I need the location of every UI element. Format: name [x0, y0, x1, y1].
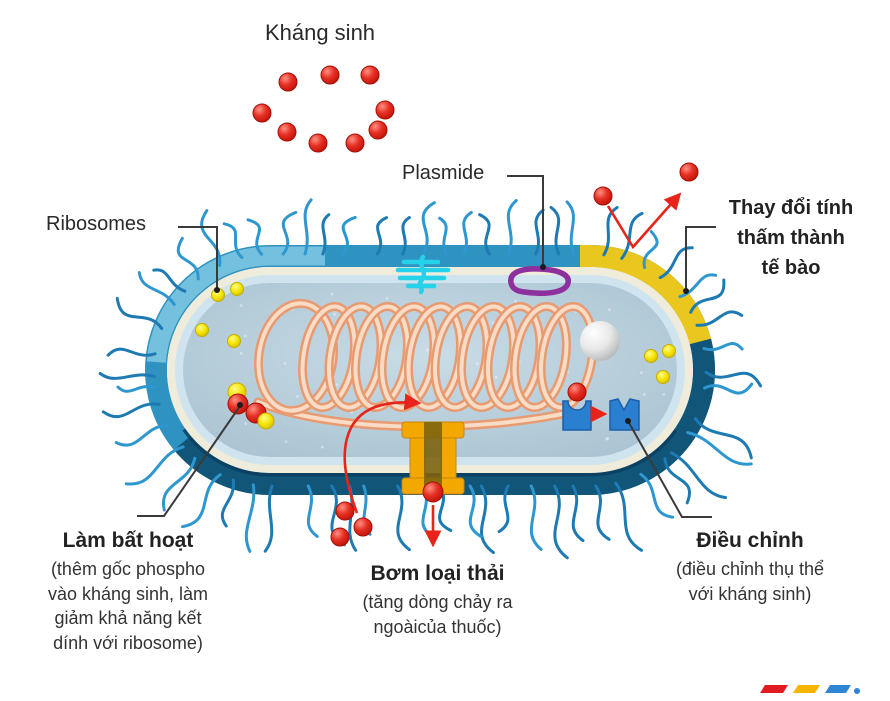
flagellum-icon — [438, 216, 448, 256]
flagellum-icon — [462, 210, 473, 256]
flagellum-icon — [620, 211, 644, 260]
efflux-mechanism-label: Bơm loại thải (tăng dòng chảy ra ngoàicủ… — [315, 562, 560, 639]
flagellum-icon — [101, 402, 161, 419]
inactivation-mechanism-label: Làm bất hoạt (thêm gốc phospho vào kháng… — [3, 529, 253, 655]
flagellum-icon — [396, 484, 411, 552]
brand-logo — [760, 685, 860, 694]
flagellum-icon — [703, 382, 754, 395]
flagellum-icon — [115, 296, 164, 330]
flagellum-icon — [375, 216, 388, 256]
flagellum-icon — [689, 278, 726, 314]
flagellum-icon — [281, 210, 298, 256]
flagellum-icon — [306, 484, 319, 538]
efflux-pump-icon — [401, 421, 465, 495]
flagellum-icon — [529, 484, 543, 551]
flagellum-icon — [669, 451, 728, 500]
flagellum-icon — [321, 213, 331, 256]
flagellum-icon — [497, 484, 510, 534]
flagellum-icon — [658, 246, 694, 280]
flagellum-icon — [98, 372, 156, 380]
receptor-icons — [562, 382, 640, 431]
flagellum-icon — [534, 208, 545, 256]
inactivation-heading: Làm bất hoạt — [62, 529, 194, 552]
receptor-heading: Điều chỉnh — [696, 529, 804, 552]
flagellum-icon — [565, 200, 576, 256]
flagella-group — [98, 198, 762, 560]
flagellum-icon — [686, 431, 753, 466]
permeability-mechanism-label: Thay đổi tính thấm thành tế bào — [728, 197, 854, 279]
flagellum-icon — [222, 222, 244, 259]
flagellum-icon — [246, 218, 264, 256]
receptor-modified-icon — [609, 398, 640, 431]
receptor-normal-icon — [562, 400, 592, 431]
antibiotics-label: Kháng sinh — [264, 20, 376, 45]
efflux-curve-arrow — [343, 393, 422, 514]
flagellum-icon — [549, 205, 561, 256]
antibiotic-dots — [252, 65, 699, 547]
flagellum-icon — [116, 384, 157, 393]
movement-arrows — [343, 192, 682, 548]
flagellum-icon — [137, 271, 176, 306]
flagellum-icon — [468, 484, 483, 539]
ribosome-dots — [195, 282, 676, 384]
flagellum-icon — [341, 215, 357, 256]
connector-lines — [137, 175, 716, 518]
flagellum-icon — [506, 199, 518, 256]
flagellum-icon — [421, 201, 436, 256]
inactivation-description: (thêm gốc phospho vào kháng sinh, làm gi… — [47, 559, 209, 653]
flagellum-icon — [478, 213, 491, 256]
flagellum-icon — [571, 484, 585, 543]
flagellum-icon — [303, 198, 313, 256]
efflux-heading: Bơm loại thải — [370, 562, 505, 585]
flagellum-icon — [704, 370, 762, 388]
flagellum-icon — [106, 347, 157, 357]
plasmid-label: Plasmide — [402, 162, 485, 184]
efflux-description: (tăng dòng chảy ra ngoàicủa thuốc) — [362, 592, 513, 637]
flagellum-icon — [200, 209, 222, 267]
flagellum-icon — [152, 268, 187, 293]
cell-membrane — [145, 245, 715, 495]
flagellum-icon — [220, 478, 235, 528]
flagellum-icon — [479, 484, 495, 554]
flagellum-icon — [124, 445, 185, 486]
antibiotic-docked-dot — [567, 382, 587, 402]
flagellum-icon — [702, 342, 744, 352]
receptor-mechanism-label: Điều chỉnh (điều chỉnh thụ thể với kháng… — [640, 529, 860, 606]
flagellum-icon — [642, 230, 659, 270]
flagellum-icon — [614, 481, 643, 552]
flagellum-icon — [161, 456, 197, 512]
flagellum-icon — [678, 273, 718, 299]
inactivated-antibiotic-icons — [227, 382, 275, 430]
ribosomes-label: Ribosomes — [46, 213, 147, 235]
flagellum-icon — [663, 457, 691, 505]
modified-membrane-patch — [145, 245, 715, 495]
flagellum-icon — [401, 216, 411, 256]
flagellum-icon — [639, 472, 675, 519]
flagellum-icon — [263, 484, 274, 553]
flagellum-icon — [594, 484, 611, 541]
flagellum-icon — [693, 417, 753, 460]
flagellum-icon — [244, 483, 256, 553]
plasmid-icon — [508, 266, 571, 296]
flagellum-icon — [602, 206, 619, 257]
flagellum-icon — [553, 484, 569, 560]
flagellum-icon — [181, 473, 222, 529]
flagellum-icon — [695, 310, 744, 327]
mrna-icon — [395, 254, 451, 295]
flagellum-icon — [176, 236, 200, 281]
flagellum-icon — [114, 423, 170, 447]
bounce-arrow — [606, 192, 682, 250]
storage-granule-icon — [580, 321, 620, 361]
receptor-description: (điều chỉnh thụ thể với kháng sinh) — [675, 559, 825, 604]
